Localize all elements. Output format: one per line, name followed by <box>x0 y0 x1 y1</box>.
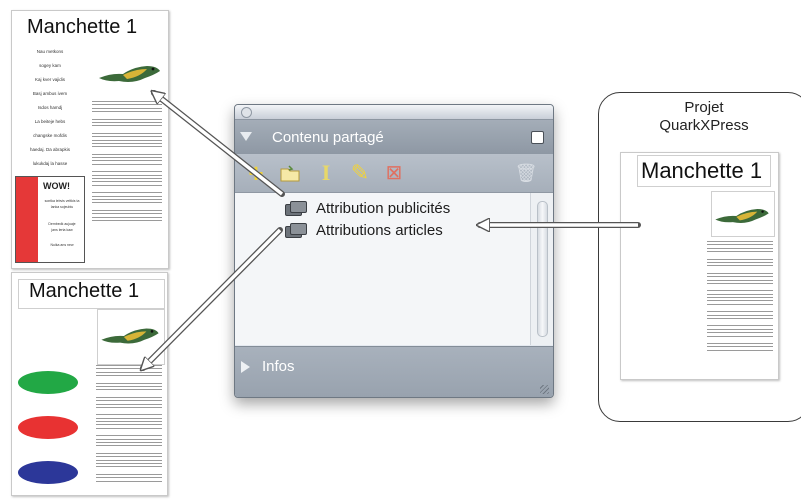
page-title: Manchette 1 <box>29 280 140 302</box>
disclosure-triangle-icon[interactable] <box>240 132 252 141</box>
article-text <box>707 241 773 353</box>
text-icon[interactable]: I <box>321 160 331 185</box>
blue-ellipse <box>18 461 78 484</box>
page-thumbnail-bottom-left: Manchette 1 <box>11 272 168 496</box>
page-thumbnail-top-left: Manchette 1 Nau metkons sogey kam Kaj kv… <box>11 10 169 269</box>
lizard-image <box>101 328 159 344</box>
promo-line: Dembedk aujuaje <box>48 222 76 226</box>
infos-section[interactable]: Infos <box>235 346 553 397</box>
ad-line: changske mofdis <box>33 133 67 138</box>
red-ellipse <box>18 416 78 439</box>
promo-line: sontka lebvis veltkis ta <box>44 199 80 203</box>
promo-line: Nuika ans new <box>50 243 74 247</box>
palette-titlebar[interactable] <box>235 105 553 120</box>
ad-line: Basj ambus ivem <box>32 91 68 96</box>
scrollbar-thumb[interactable] <box>537 201 548 337</box>
project-container: Projet QuarkXPress Manchette 1 <box>598 92 801 422</box>
arrow-to-top-page <box>154 93 285 197</box>
image-frame <box>711 191 775 237</box>
article-text <box>92 101 162 223</box>
ad-line: sogey kam <box>39 63 61 68</box>
page-title: Manchette 1 <box>641 158 763 183</box>
promo-line: lanka sojeubiu <box>50 205 74 209</box>
ad-line: La beiteje hebs <box>34 119 66 124</box>
project-page-thumbnail: Manchette 1 <box>620 152 779 380</box>
title-frame <box>18 279 165 309</box>
project-title-line2: QuarkXPress <box>659 117 749 134</box>
ad-line: Kaj kver vajidis <box>34 77 65 82</box>
shared-content-palette: Contenu partagé + I ✎ ⊠ 🗑 Attribution pu… <box>234 104 554 398</box>
folder-glyph <box>280 164 300 181</box>
ad-line: Isdos hamdj <box>37 105 63 110</box>
unlink-icon[interactable]: ⊠ <box>385 162 403 184</box>
scrollbar[interactable] <box>530 193 553 345</box>
title-frame <box>637 155 771 187</box>
list-item-label: Attributions articles <box>316 221 443 239</box>
ad-line: Nau metkons <box>36 49 64 54</box>
palette-toolbar: + I ✎ ⊠ 🗑 <box>235 154 553 193</box>
folder-icon[interactable] <box>279 162 301 184</box>
disclosure-triangle-icon[interactable] <box>241 361 250 373</box>
arrow-to-bottom-page <box>143 227 283 368</box>
page-title: Manchette 1 <box>27 16 138 38</box>
promo-box: WOW! sontka lebvis veltkis ta lanka soje… <box>15 176 85 263</box>
palette-menu-icon[interactable] <box>531 131 544 144</box>
resize-grip-icon[interactable] <box>540 385 549 394</box>
ad-line: lukukdaj la hasse <box>32 161 68 166</box>
content-group-icon <box>285 223 307 238</box>
green-ellipse <box>18 371 78 394</box>
list-item-ads[interactable]: Attribution publicités <box>285 199 450 217</box>
promo-line: jans lerta kaw <box>51 228 73 232</box>
article-text <box>96 365 162 484</box>
list-item-articles[interactable]: Attributions articles <box>285 221 443 239</box>
close-button[interactable] <box>241 107 252 118</box>
ad-line: haedaj. Da abrapkis <box>29 147 71 152</box>
promo-red-bar <box>16 177 38 262</box>
list-item-label: Attribution publicités <box>316 199 451 217</box>
pencil-icon[interactable]: ✎ <box>350 160 370 185</box>
project-title-line1: Projet <box>684 99 724 116</box>
palette-header[interactable]: Contenu partagé <box>235 120 553 154</box>
promo-headline: WOW! <box>43 181 70 191</box>
infos-label: Infos <box>262 358 295 375</box>
ad-column: Nau metkons sogey kam Kaj kver vajidis B… <box>15 49 85 167</box>
palette-title: Contenu partagé <box>272 129 384 146</box>
image-frame <box>97 309 165 365</box>
trash-icon[interactable]: 🗑 <box>514 163 538 183</box>
lizard-image <box>715 209 769 223</box>
lizard-image <box>99 66 160 82</box>
content-group-icon <box>285 201 307 216</box>
